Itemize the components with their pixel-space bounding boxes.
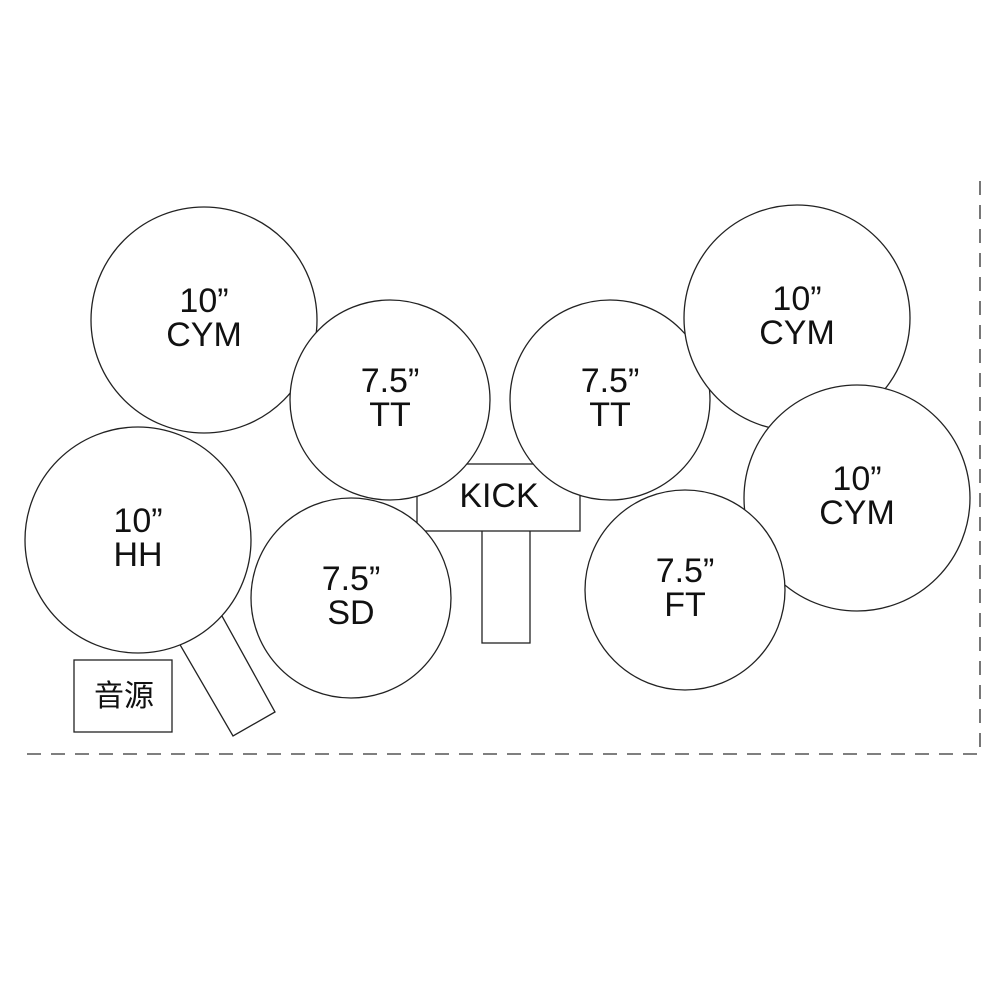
pad-ft: 7.5”FT — [584, 489, 786, 691]
pad-type-label: TT — [589, 396, 631, 434]
pad-hh: 10”HH — [24, 426, 252, 654]
pad-size-label: 10” — [113, 502, 162, 540]
pad-size-label: 7.5” — [361, 362, 420, 400]
pad-size-label: 7.5” — [322, 560, 381, 598]
pad-circle — [743, 384, 971, 612]
pad-cym-right: 10”CYM — [743, 384, 971, 612]
pad-circle — [250, 497, 452, 699]
pad-cym-top-left: 10”CYM — [90, 206, 318, 434]
pad-type-label: FT — [664, 586, 706, 624]
boundary-dashed-line — [27, 180, 981, 755]
pad-cym-top-right: 10”CYM — [683, 204, 911, 432]
pad-size-label: 10” — [832, 460, 881, 498]
kick-pedal — [481, 527, 531, 644]
pad-type-label: CYM — [759, 314, 835, 352]
pad-circle — [584, 489, 786, 691]
pad-type-label: CYM — [819, 494, 895, 532]
pad-sd: 7.5”SD — [250, 497, 452, 699]
pad-circle — [90, 206, 318, 434]
pad-type-label: TT — [369, 396, 411, 434]
pad-type-label: HH — [113, 536, 162, 574]
module-label: 音源 — [94, 679, 154, 714]
pad-circle — [24, 426, 252, 654]
kick-label: KICK — [459, 477, 539, 515]
pad-size-label: 10” — [179, 282, 228, 320]
pad-tt-right: 7.5”TT — [509, 299, 711, 501]
pad-type-label: SD — [327, 594, 374, 632]
pad-circle — [509, 299, 711, 501]
module-box: 音源 — [73, 659, 173, 733]
pad-size-label: 7.5” — [656, 552, 715, 590]
pad-size-label: 10” — [772, 280, 821, 318]
pad-size-label: 7.5” — [581, 362, 640, 400]
pad-circle — [289, 299, 491, 501]
pad-tt-left: 7.5”TT — [289, 299, 491, 501]
pad-type-label: CYM — [166, 316, 242, 354]
